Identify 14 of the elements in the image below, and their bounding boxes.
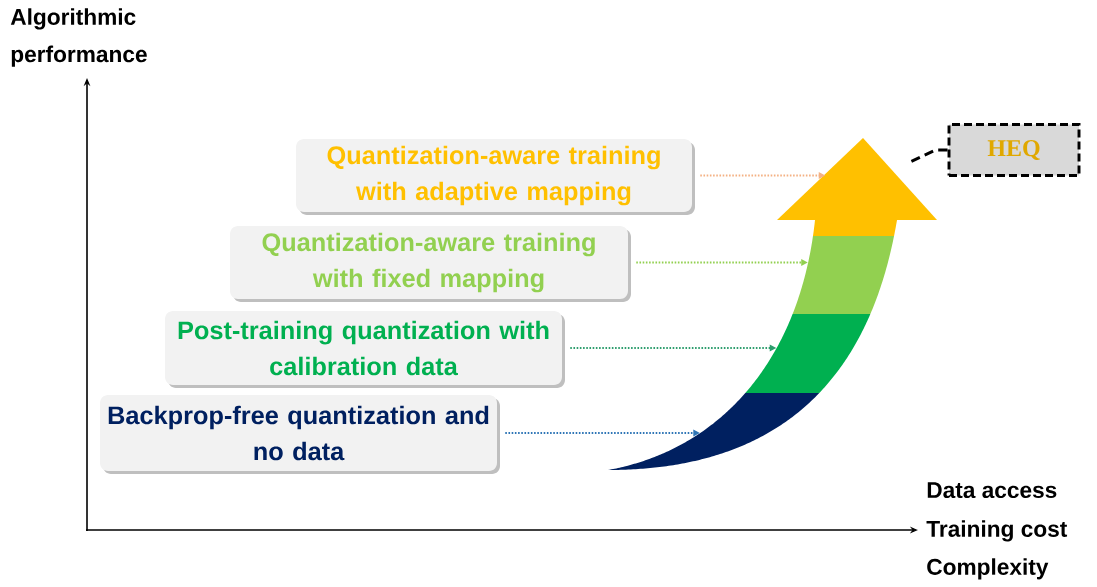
axis-label: Data access [927,482,1057,499]
axis-label: Algorithmic performance [10,8,147,67]
leader-line [908,148,948,164]
arrow-band [745,314,871,393]
arrow-head [777,138,937,236]
method-box: Quantization-aware training with adaptive mapping [296,139,695,215]
method-box: Post-training quantization with calibration data [165,311,565,388]
axis-label: Complexity [927,558,1049,580]
method-box: Backprop-free quantization and no data [100,395,500,474]
axis-label: Training cost [926,520,1068,542]
method-box: Quantization-aware training with fixed mapping [230,226,631,302]
arrow-band [608,393,820,470]
callout-box: HEQ [947,123,1081,177]
arrow-band [792,236,895,314]
